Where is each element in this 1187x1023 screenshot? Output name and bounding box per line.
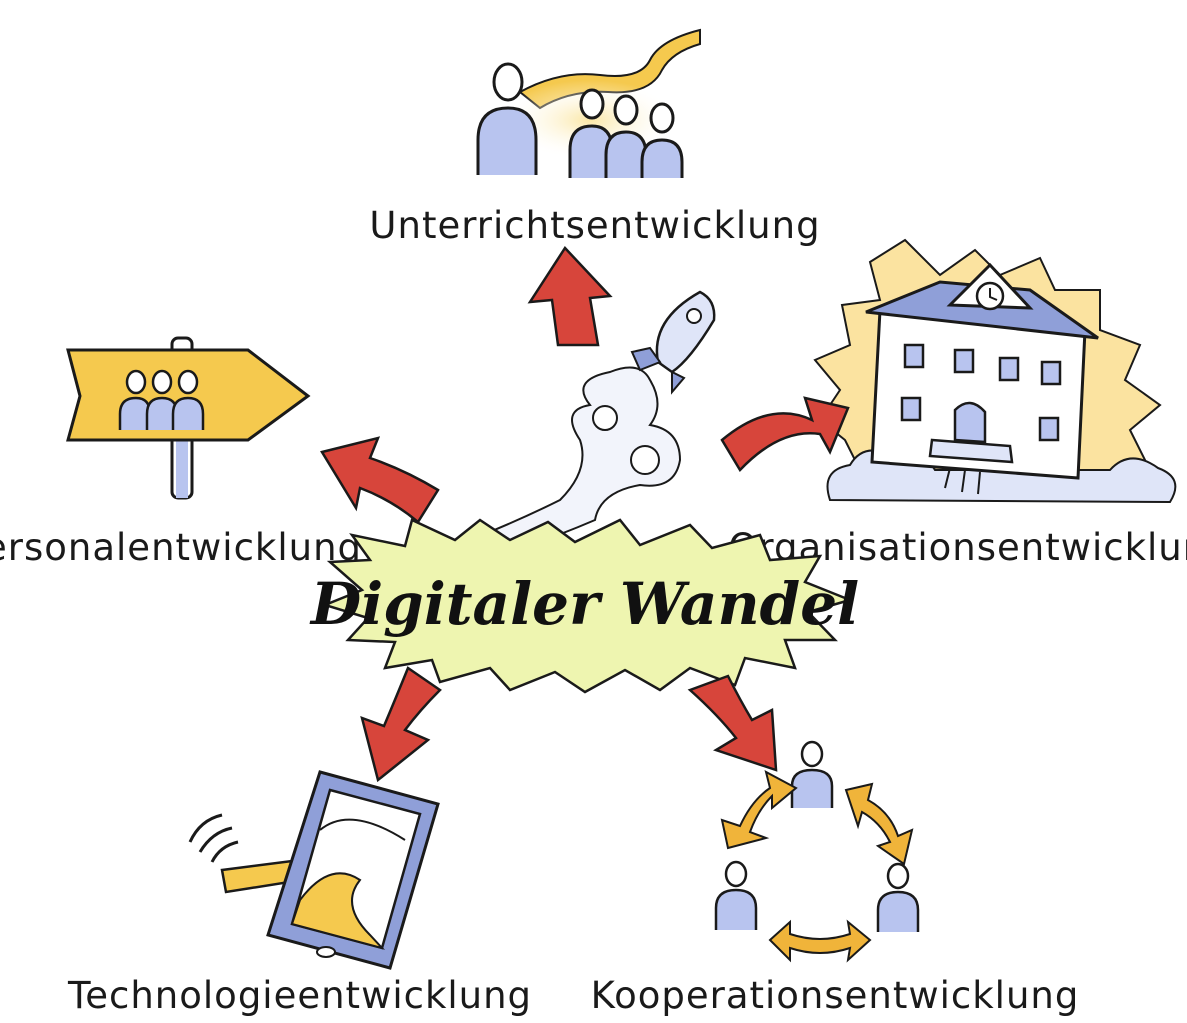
person-icon bbox=[476, 62, 538, 175]
arrow-down-right-icon bbox=[687, 674, 778, 772]
group-icon bbox=[568, 88, 684, 178]
arrow-up-left-icon bbox=[320, 436, 440, 524]
center-burst bbox=[321, 518, 854, 694]
branch-label-top: Unterrichtsentwicklung bbox=[369, 204, 820, 247]
branch-label-bottom-right: Kooperationsentwicklung bbox=[591, 974, 1080, 1017]
tablet-router-icon bbox=[188, 770, 440, 970]
arrow-down-left-icon bbox=[360, 666, 442, 783]
school-building-icon bbox=[813, 238, 1177, 504]
signpost-team-icon bbox=[66, 336, 311, 500]
arrow-up-icon bbox=[527, 245, 613, 347]
arrow-right-icon bbox=[720, 396, 850, 473]
cooperation-cycle-icon bbox=[714, 740, 920, 963]
people-path-icon bbox=[476, 28, 701, 178]
rocket-icon bbox=[630, 290, 716, 395]
branch-label-bottom-left: Technologieentwicklung bbox=[67, 974, 532, 1017]
center-title: Digitaler Wandel bbox=[309, 570, 859, 638]
rocket-trail-icon bbox=[469, 366, 682, 547]
branch-label-left: Personalentwicklung bbox=[0, 526, 362, 569]
